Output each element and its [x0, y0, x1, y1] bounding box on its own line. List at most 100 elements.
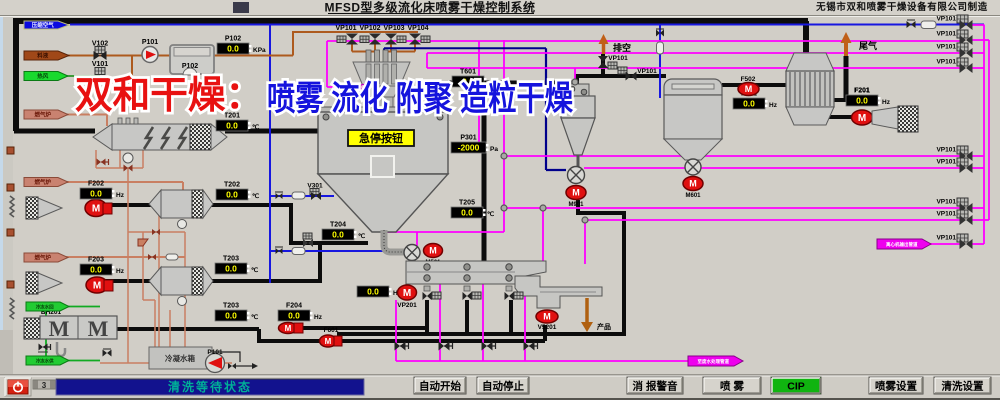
svg-text:料液: 料液 [37, 52, 49, 60]
svg-text:℃: ℃ [252, 123, 260, 131]
svg-text:M601: M601 [685, 193, 701, 199]
svg-text:VP101: VP101 [936, 211, 956, 218]
svg-text:VP101: VP101 [936, 44, 956, 51]
svg-text:M: M [745, 84, 753, 94]
svg-text:℃: ℃ [358, 232, 366, 240]
svg-text:自动停止: 自动停止 [482, 379, 524, 392]
svg-text:M: M [858, 113, 866, 124]
svg-text:P101: P101 [142, 39, 158, 46]
svg-text:0.0: 0.0 [226, 189, 238, 199]
svg-text:VP101: VP101 [936, 235, 956, 242]
svg-text:VP101: VP101 [936, 59, 956, 66]
svg-text:VP101: VP101 [637, 68, 657, 75]
svg-text:M: M [325, 337, 332, 346]
svg-text:KPa: KPa [253, 47, 266, 54]
svg-text:0.0: 0.0 [367, 286, 379, 296]
svg-text:VP102: VP102 [359, 25, 380, 32]
svg-text:T203: T203 [223, 303, 239, 310]
svg-text:V5201: V5201 [538, 324, 557, 331]
svg-text:T601: T601 [460, 69, 476, 76]
svg-text:F203: F203 [88, 257, 104, 264]
svg-text:急停按钮: 急停按钮 [359, 131, 403, 145]
svg-text:0.0: 0.0 [743, 98, 755, 108]
svg-text:M: M [689, 179, 697, 189]
svg-text:℃: ℃ [251, 313, 259, 321]
svg-text:无锡市双和喷雾干燥设备有限公司制造: 无锡市双和喷雾干燥设备有限公司制造 [815, 1, 988, 13]
svg-text:产品: 产品 [597, 322, 611, 331]
svg-text:M: M [285, 324, 292, 333]
svg-text:VP101: VP101 [936, 147, 956, 154]
svg-text:热风: 热风 [37, 72, 49, 80]
svg-text:P301: P301 [460, 135, 476, 142]
svg-text:0.0: 0.0 [856, 95, 868, 105]
svg-text:F601: F601 [324, 327, 339, 334]
svg-text:3: 3 [42, 381, 47, 390]
svg-text:喷雾 流化 附聚 造粒干燥: 喷雾 流化 附聚 造粒干燥 [267, 80, 574, 118]
svg-text:VP103: VP103 [383, 25, 404, 32]
svg-text:喷雾设置: 喷雾设置 [875, 379, 917, 392]
svg-text:M: M [49, 316, 70, 341]
svg-text:M: M [403, 288, 411, 299]
svg-text:F202: F202 [88, 181, 104, 188]
svg-text:0.0: 0.0 [225, 263, 237, 273]
svg-text:Hz: Hz [116, 268, 125, 275]
svg-text:0.0: 0.0 [227, 43, 239, 53]
svg-text:自动开始: 自动开始 [419, 379, 461, 392]
svg-text:0.0: 0.0 [226, 120, 238, 130]
svg-text:CIP: CIP [787, 380, 805, 392]
svg-text:T201: T201 [224, 113, 240, 120]
svg-text:M: M [543, 312, 551, 322]
svg-text:M901: M901 [568, 202, 584, 208]
svg-text:F204: F204 [286, 303, 302, 310]
svg-text:F502: F502 [741, 76, 756, 83]
svg-text:-2000: -2000 [458, 142, 480, 152]
svg-text:V301: V301 [307, 183, 323, 190]
svg-text:Hz: Hz [116, 192, 125, 199]
svg-text:T204: T204 [330, 222, 346, 229]
svg-text:燃气炉: 燃气炉 [34, 178, 51, 186]
svg-text:M: M [93, 281, 101, 292]
svg-text:V102: V102 [92, 41, 108, 48]
svg-text:VP104: VP104 [407, 25, 428, 32]
svg-text:燃气炉: 燃气炉 [34, 111, 51, 119]
svg-text:0.0: 0.0 [90, 188, 102, 198]
svg-text:清洗设置: 清洗设置 [942, 379, 984, 392]
svg-text:℃: ℃ [252, 192, 260, 200]
svg-text:M: M [429, 246, 437, 256]
svg-text:清洗等待状态: 清洗等待状态 [168, 379, 252, 394]
svg-text:0.0: 0.0 [288, 310, 300, 320]
svg-text:冷冻水回: 冷冻水回 [36, 304, 54, 311]
svg-text:Hz: Hz [314, 314, 323, 321]
svg-text:M: M [92, 204, 100, 215]
svg-text:离心机输出管道: 离心机输出管道 [886, 241, 918, 248]
svg-text:冷冻水供: 冷冻水供 [36, 358, 54, 365]
svg-text:VP101: VP101 [608, 55, 628, 62]
svg-text:至废水处理管道: 至废水处理管道 [698, 358, 730, 365]
svg-text:P102: P102 [225, 36, 241, 43]
svg-text:喷 雾: 喷 雾 [720, 379, 744, 392]
svg-text:0.0: 0.0 [461, 207, 473, 217]
svg-text:T205: T205 [459, 200, 475, 207]
svg-text:VP201: VP201 [397, 302, 417, 309]
svg-text:VP101: VP101 [936, 16, 956, 23]
svg-text:尾气: 尾气 [858, 40, 877, 51]
svg-text:VP101: VP101 [335, 25, 356, 32]
svg-text:MFSD型多级流化床喷雾干燥控制系统: MFSD型多级流化床喷雾干燥控制系统 [325, 0, 536, 15]
svg-text:Hz: Hz [769, 102, 778, 109]
svg-text:F201: F201 [855, 87, 870, 94]
svg-text:T203: T203 [223, 256, 239, 263]
svg-text:T202: T202 [224, 182, 240, 189]
svg-text:双和干燥：: 双和干燥： [75, 75, 263, 117]
svg-text:V101: V101 [92, 61, 108, 68]
svg-text:M: M [88, 316, 109, 341]
svg-text:BH201: BH201 [41, 309, 62, 316]
svg-text:消 报警音: 消 报警音 [633, 379, 678, 392]
svg-text:M: M [572, 188, 580, 198]
svg-text:℃: ℃ [488, 79, 496, 87]
svg-text:0.0: 0.0 [90, 264, 102, 274]
svg-text:排空: 排空 [613, 42, 631, 53]
svg-text:冷凝水箱: 冷凝水箱 [165, 353, 195, 363]
svg-text:0.0: 0.0 [225, 310, 237, 320]
svg-text:P102: P102 [182, 63, 198, 70]
svg-text:0.0: 0.0 [462, 76, 474, 86]
